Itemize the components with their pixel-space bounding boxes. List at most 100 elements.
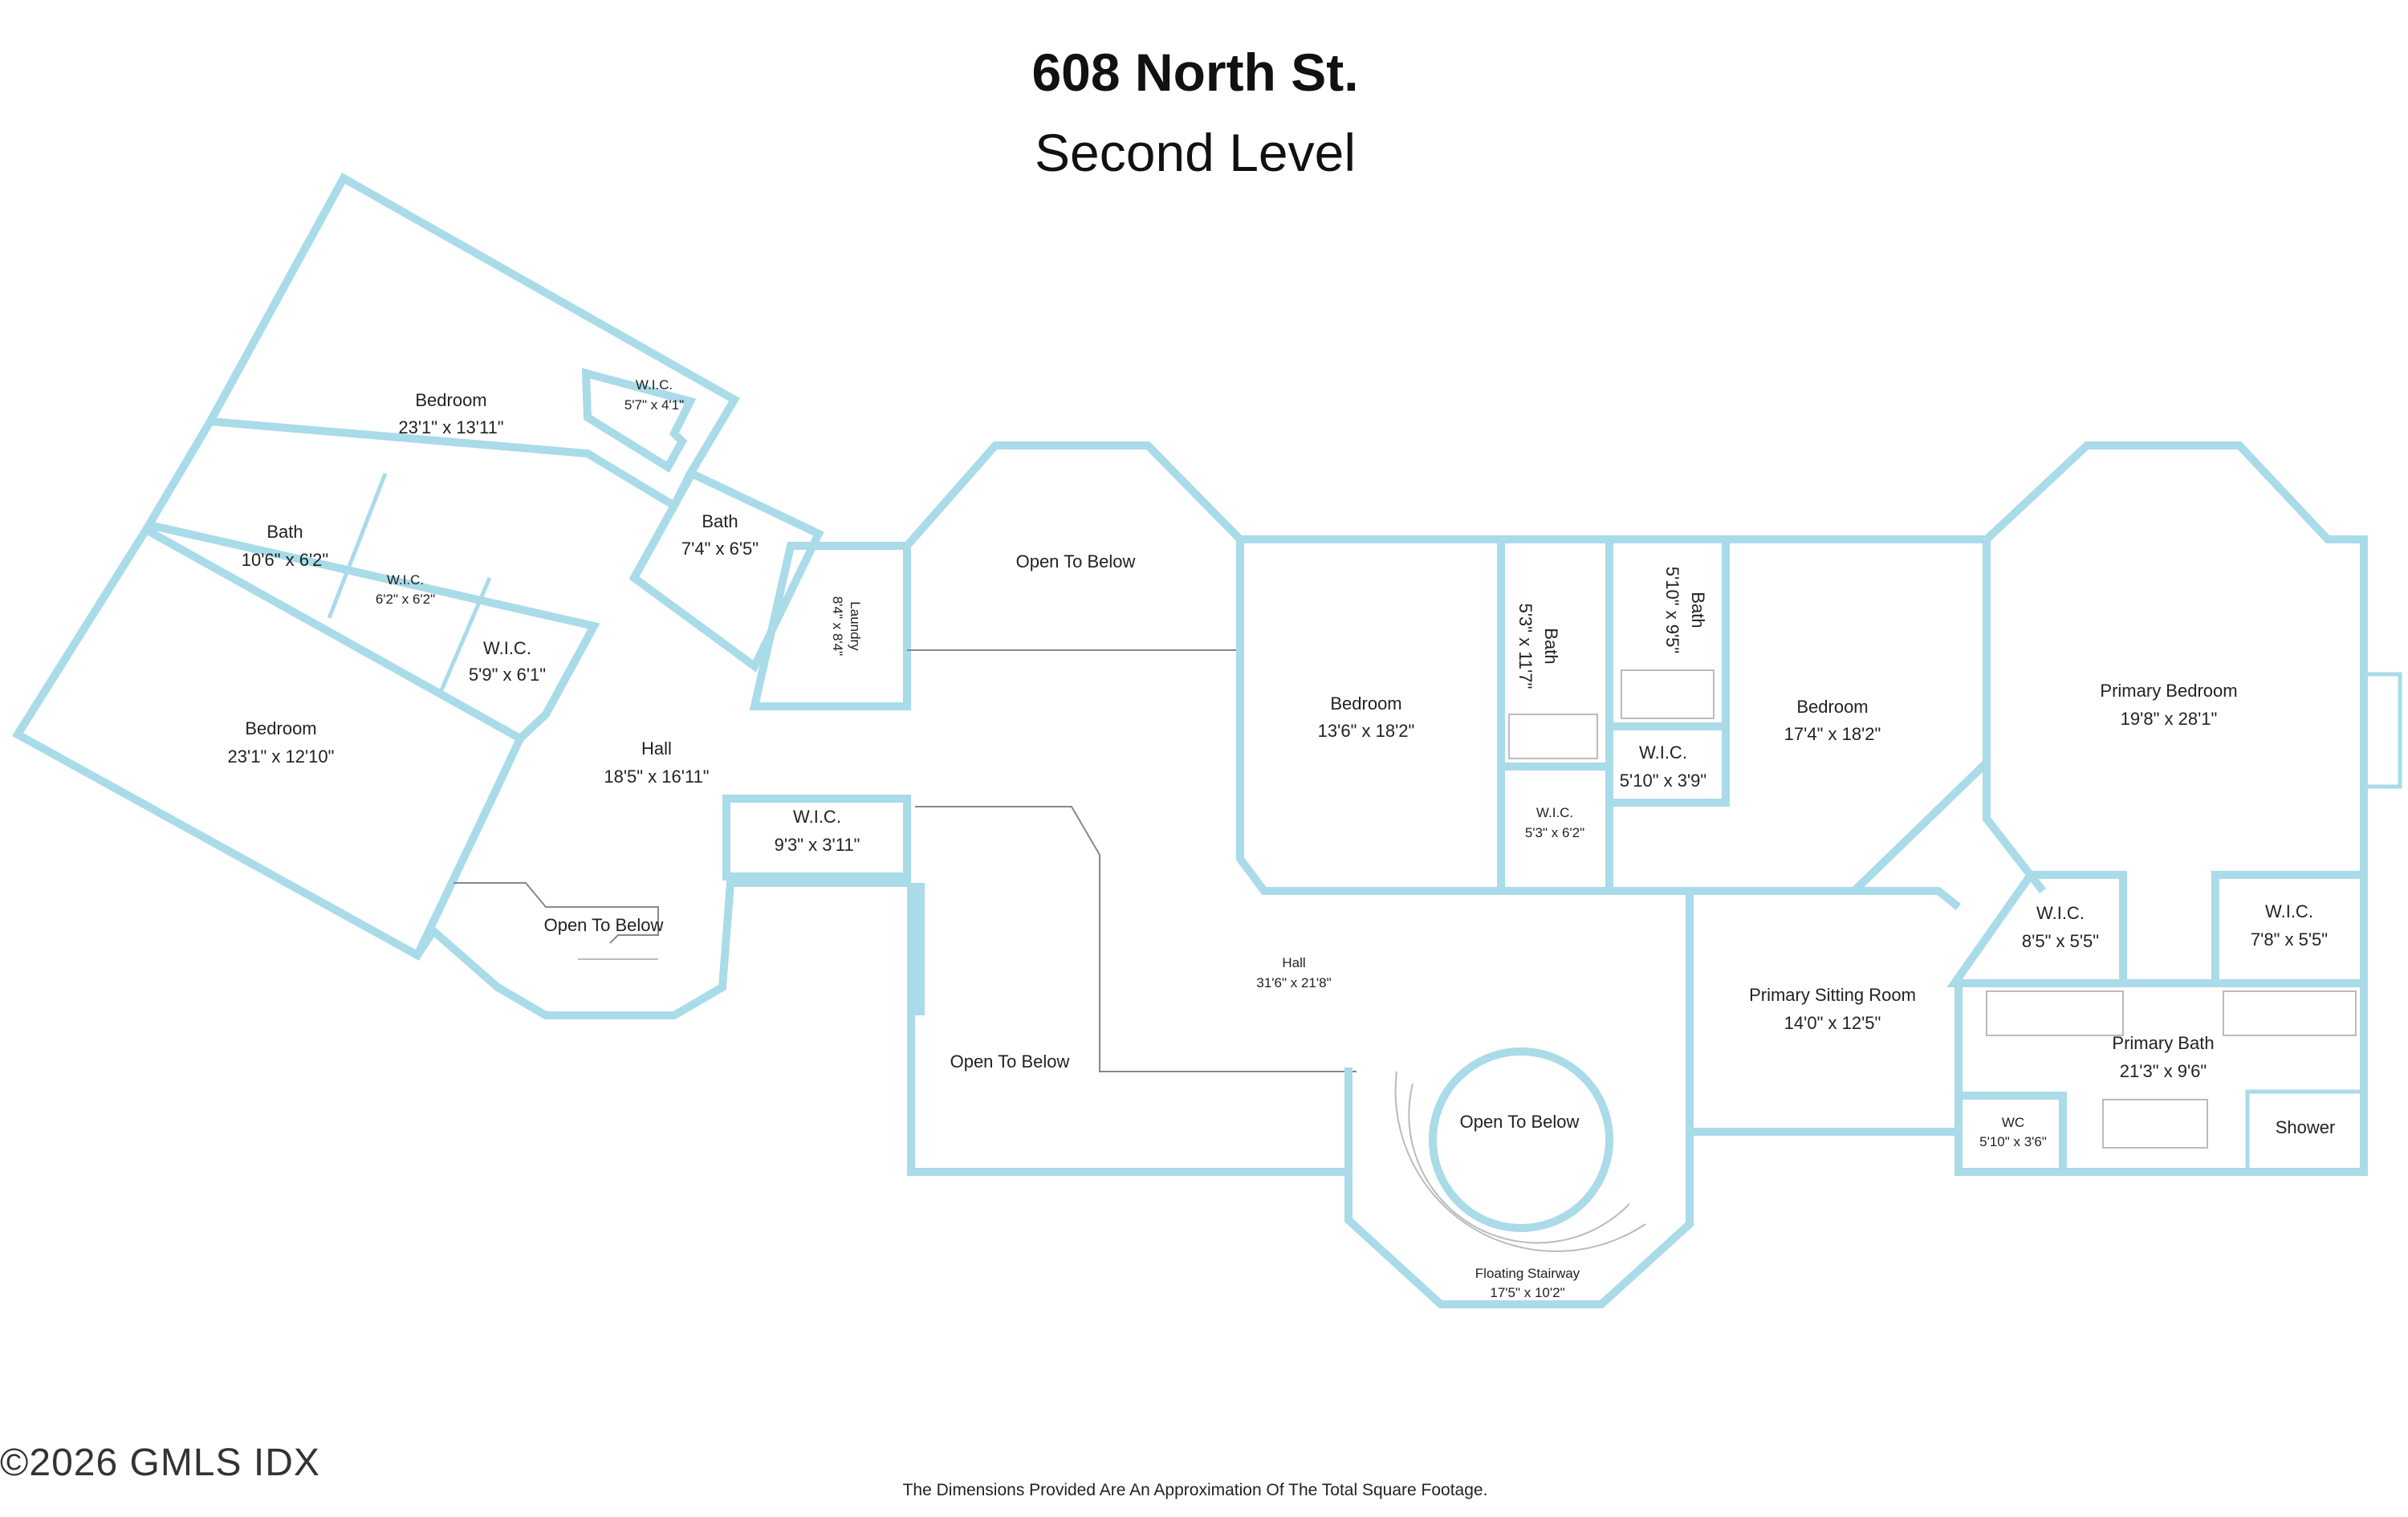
open-below-w-name: Open To Below	[544, 915, 664, 935]
hall-c-name: Hall	[1282, 955, 1305, 970]
bath-74-dims: 7'4" x 6'5"	[681, 539, 759, 559]
stair-arc-outer	[1394, 1071, 1646, 1252]
plan-subtitle: Second Level	[1035, 123, 1356, 182]
primary-bedroom-dims: 19'8" x 28'1"	[2121, 709, 2218, 729]
center-bedrooms-walls	[1236, 535, 1991, 895]
wic-nw-name: W.I.C.	[636, 377, 673, 392]
nw-inner-wall	[142, 419, 214, 532]
wic-85-dims: 8'5" x 5'5"	[2022, 931, 2099, 951]
wic-93-dims: 9'3" x 3'11"	[775, 835, 860, 855]
stair-arc-inner	[1408, 1083, 1630, 1244]
primary-bath-dims: 21'3" x 9'6"	[2120, 1061, 2207, 1081]
bedroom-c-wall	[1236, 535, 1505, 895]
hall-c-east-wall	[1686, 891, 1959, 1136]
primary-bath-name: Primary Bath	[2112, 1033, 2214, 1053]
wic-93-name: W.I.C.	[793, 807, 841, 827]
wic-53-dims: 5'3" x 6'2"	[1525, 825, 1584, 840]
vanity-left	[1986, 990, 2124, 1036]
shower-wall	[2245, 1089, 2366, 1174]
wic-510-dims: 5'10" x 3'9"	[1620, 771, 1706, 791]
bath-510-name: Bath	[1688, 592, 1708, 628]
wic-78-name: W.I.C.	[2265, 901, 2313, 921]
tub-c	[1508, 714, 1598, 759]
shower-name: Shower	[2276, 1117, 2336, 1137]
bath-510-label: Bath 5'10" x 9'5"	[1662, 567, 1708, 653]
bedroom-e-name: Bedroom	[1796, 697, 1868, 717]
hall-w-walls	[413, 795, 911, 1019]
center-hall-walls	[907, 806, 1959, 1308]
stairway-dims: 17'5" x 10'2"	[1490, 1285, 1564, 1300]
wc-wall	[1954, 1092, 2067, 1176]
room-labels: Bedroom 23'1" x 13'11" W.I.C. 5'7" x 4'1…	[228, 377, 2336, 1300]
primary-sitting-dims: 14'0" x 12'5"	[1784, 1013, 1881, 1033]
tub-primary	[2102, 1099, 2208, 1149]
hall-w-name: Hall	[641, 738, 672, 758]
tub-e	[1621, 669, 1714, 719]
stair-post	[907, 883, 925, 1015]
laundry-wall	[749, 542, 911, 710]
bedroom-nw-dims: 23'1" x 13'11"	[398, 417, 503, 437]
stair-rail-w	[454, 882, 659, 944]
primary-sitting-name: Primary Sitting Room	[1749, 985, 1916, 1005]
wc-name: WC	[2002, 1115, 2024, 1130]
wic-59-name: W.I.C.	[483, 638, 531, 658]
laundry-name: Laundry	[848, 601, 863, 651]
gallery-rail-c	[915, 806, 1357, 1072]
open-below-round-wall	[1429, 1047, 1613, 1232]
wic-small-name: W.I.C.	[387, 572, 424, 588]
bath-nw-name: Bath	[266, 522, 303, 542]
stair-octagon-wall	[1344, 1068, 1694, 1308]
bath-74-wall	[628, 468, 824, 673]
open-below-top-wall	[904, 441, 1243, 549]
bath-74-name: Bath	[702, 511, 738, 531]
bedroom-c-dims: 13'6" x 18'2"	[1318, 721, 1415, 741]
bedroom-w-dims: 23'1" x 12'10"	[228, 746, 335, 767]
plan-title: 608 North St.	[1031, 43, 1359, 102]
hall-w-dims: 18'5" x 16'11"	[604, 767, 709, 787]
wic-small-dims: 6'2" x 6'2"	[376, 592, 435, 607]
wc-dims: 5'10" x 3'6"	[1979, 1134, 2047, 1149]
open-below-c-wall	[907, 883, 1348, 1176]
wic-nw-wall	[581, 368, 697, 473]
hall-c-dims: 31'6" x 21'8"	[1256, 975, 1331, 990]
laundry-label: Laundry 8'4" x 8'4"	[830, 596, 863, 656]
wic-85-name: W.I.C.	[2036, 903, 2085, 923]
wic-510-name: W.I.C.	[1639, 742, 1687, 763]
bath-53-label: Bath 5'3" x 11'7"	[1515, 604, 1561, 689]
bedroom-w-name: Bedroom	[245, 718, 316, 738]
bedroom-w-wall	[11, 524, 526, 961]
wic-59-dims: 5'9" x 6'1"	[469, 665, 546, 685]
open-below-c-name: Open To Below	[950, 1051, 1070, 1072]
wic-divider-2	[439, 577, 492, 691]
hall-w-south-wall	[413, 879, 911, 1019]
wic-78-dims: 7'8" x 5'5"	[2251, 929, 2328, 950]
open-below-top-name: Open To Below	[1016, 551, 1136, 571]
bedroom-e-wall	[1605, 535, 1991, 895]
wic-93-wall	[722, 795, 911, 881]
bath-nw-dims: 10'6" x 6'2"	[242, 550, 328, 570]
fireplace	[2361, 672, 2402, 789]
wic-510-wall	[1605, 722, 1730, 807]
copyright-watermark: ©2026 GMLS IDX	[0, 1442, 320, 1484]
bath-510-dims: 5'10" x 9'5"	[1662, 567, 1682, 653]
primary-bedroom-name: Primary Bedroom	[2100, 681, 2237, 701]
open-below-round-name: Open To Below	[1460, 1112, 1580, 1132]
vanity-right	[2223, 990, 2357, 1036]
laundry-dims: 8'4" x 8'4"	[830, 596, 845, 656]
bath-53-dims: 5'3" x 11'7"	[1515, 604, 1536, 689]
bath-wic-wall	[151, 522, 600, 742]
wic-nw-dims: 5'7" x 4'1"	[624, 397, 684, 413]
bath-53-name: Bath	[1541, 628, 1561, 664]
primary-suite-walls	[1854, 441, 2402, 1176]
nw-wing-walls	[11, 173, 911, 961]
wic-divider-1	[327, 473, 388, 619]
bedroom-c-name: Bedroom	[1330, 693, 1401, 714]
primary-inner-wall	[1983, 763, 2046, 894]
stairway-name: Floating Stairway	[1475, 1266, 1580, 1281]
primary-sitting-wall	[1854, 887, 1962, 910]
primary-bedroom-wall	[1983, 441, 2368, 983]
bedroom-e-dims: 17'4" x 18'2"	[1784, 724, 1881, 744]
wic-53-name: W.I.C.	[1536, 805, 1573, 820]
bedroom-nw-name: Bedroom	[415, 390, 486, 410]
